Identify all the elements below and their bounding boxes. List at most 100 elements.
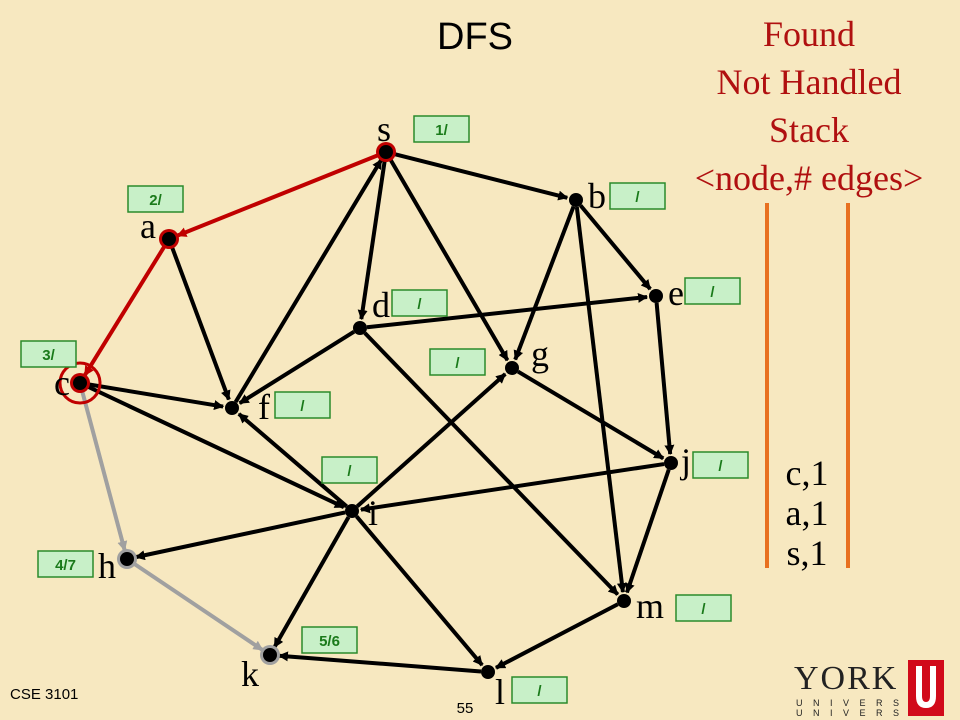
time-box-g: [429, 348, 486, 376]
time-label-g: /: [455, 355, 460, 372]
node-i: [345, 504, 359, 518]
nodes: [58, 142, 678, 679]
node-label-a: a: [140, 206, 156, 246]
time-box-h: [37, 550, 94, 578]
node-b: [569, 193, 583, 207]
node-m: [617, 594, 631, 608]
node-label-m: m: [636, 586, 664, 626]
time-label-s: 1/: [435, 122, 448, 139]
edge-s-g: [387, 157, 510, 362]
york-logo: YORK U N I V E R S I T É U N I V E R S I…: [790, 660, 950, 718]
node-label-g: g: [531, 334, 549, 374]
edge-b-m: [574, 206, 627, 594]
stack-entry-c: c,1: [785, 453, 829, 493]
edge-m-l: [495, 602, 619, 670]
time-label-f: /: [300, 398, 305, 415]
edge-j-i: [359, 462, 665, 514]
edge-i-h: [134, 510, 346, 561]
time-box-j: [692, 451, 749, 479]
logo-line2: U N I V E R S I T Y: [796, 708, 949, 718]
edge-l-k: [277, 651, 482, 674]
legend-not-handled: Not Handled: [716, 62, 902, 102]
time-box-a: [127, 185, 184, 213]
edge-g-j: [516, 369, 665, 461]
logo-line1: U N I V E R S I T É: [796, 698, 949, 708]
time-box-b: [609, 182, 666, 210]
node-d: [353, 321, 367, 335]
stack-entry-a: a,1: [785, 493, 829, 533]
edge-i-k: [272, 516, 351, 649]
edge-h-k: [131, 561, 264, 652]
node-a: [159, 229, 179, 249]
node-l: [481, 665, 495, 679]
stack-entry-s: s,1: [786, 533, 828, 573]
node-k: [260, 645, 280, 665]
time-box-f: [274, 391, 331, 419]
logo-word: YORK: [794, 660, 899, 697]
time-box-m: [675, 594, 732, 622]
node-s: [376, 142, 396, 162]
time-label-c: 3/: [42, 347, 55, 364]
node-label-k: k: [241, 654, 259, 694]
edge-d-m: [363, 331, 620, 596]
time-label-l: /: [537, 683, 542, 700]
node-label-c: c: [54, 363, 70, 403]
edge-d-e: [366, 292, 649, 330]
time-box-c: [20, 340, 77, 368]
node-label-f: f: [258, 387, 270, 427]
time-box-e: [684, 277, 741, 305]
node-label-b: b: [588, 176, 606, 216]
node-f: [225, 401, 239, 415]
legend-node-edges: <node,# edges>: [694, 158, 924, 198]
edge-j-m: [625, 468, 671, 594]
edge-i-g: [355, 372, 507, 508]
edge-c-f: [86, 382, 225, 411]
time-box-d: [391, 289, 448, 317]
legend-found: Found: [762, 14, 856, 54]
edge-b-e: [578, 204, 652, 291]
edge-a-f: [169, 244, 231, 401]
time-label-h: 4/7: [55, 557, 76, 574]
node-label-j: j: [679, 441, 691, 481]
edge-s-d: [357, 158, 387, 321]
york-u-logo-icon: [908, 660, 944, 716]
node-j: [664, 456, 678, 470]
page-number: 55: [456, 700, 474, 717]
time-label-j: /: [718, 458, 723, 475]
edge-d-f: [238, 330, 356, 405]
time-label-m: /: [701, 601, 706, 618]
node-label-i: i: [368, 493, 378, 533]
node-label-h: h: [98, 546, 116, 586]
time-label-i: /: [347, 463, 352, 480]
stack-bars: [765, 203, 850, 568]
time-label-a: 2/: [149, 192, 162, 209]
node-label-l: l: [495, 672, 505, 712]
time-label-b: /: [635, 189, 640, 206]
edge-c-h: [79, 389, 128, 552]
edge-b-g: [513, 205, 576, 361]
node-label-d: d: [372, 285, 390, 325]
edge-s-b: [392, 151, 569, 201]
edge-i-f: [237, 412, 348, 508]
legend-stack: Stack: [769, 110, 849, 150]
time-label-k: 5/6: [319, 633, 340, 650]
time-box-l: [511, 676, 568, 704]
edge-f-s: [233, 158, 384, 404]
node-label-e: e: [668, 273, 684, 313]
time-box-k: [301, 626, 358, 654]
legend: Found Not Handled Stack <node,# edges>: [668, 10, 950, 202]
node-g: [505, 361, 519, 375]
course-code: CSE 3101: [10, 686, 79, 703]
edges: [79, 151, 675, 674]
time-box-i: [321, 456, 378, 484]
edge-a-c: [83, 243, 168, 377]
node-c: [58, 361, 102, 405]
edge-e-j: [654, 302, 675, 456]
edge-c-i: [85, 384, 345, 509]
edge-s-a: [176, 152, 381, 238]
time-label-e: /: [710, 284, 715, 301]
node-e: [649, 289, 663, 303]
